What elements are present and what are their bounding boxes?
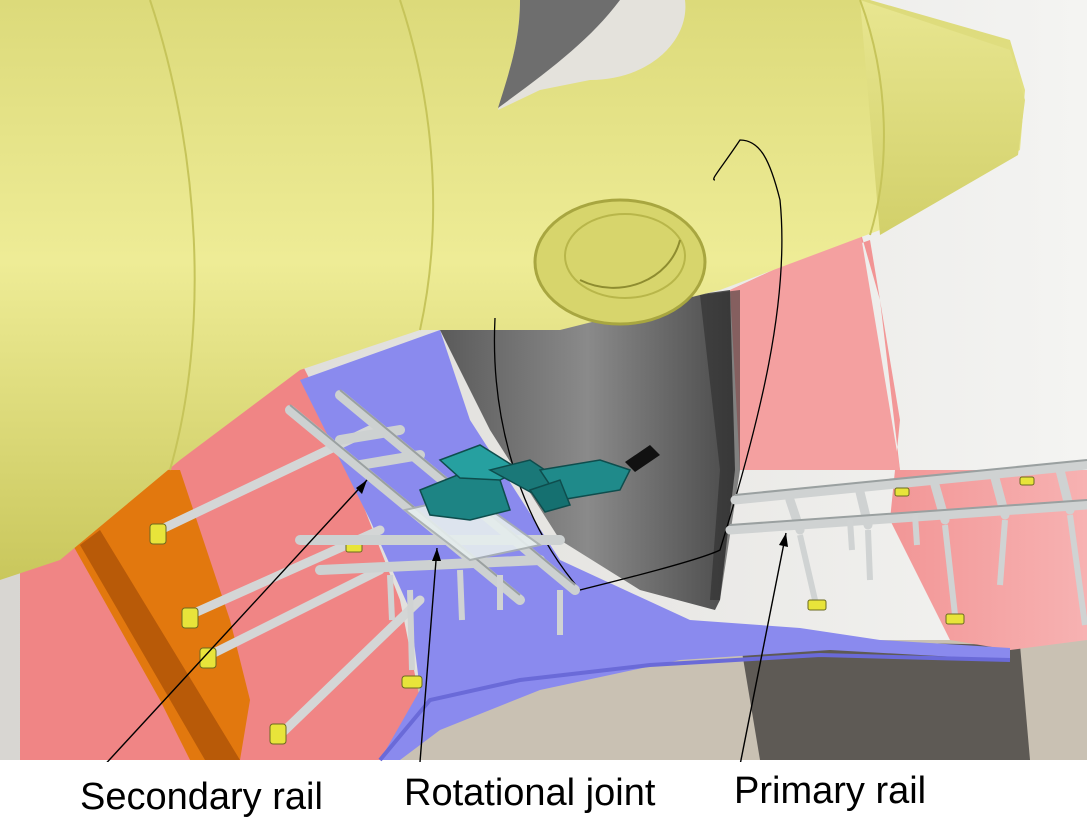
contact-outline [493,139,783,591]
hub-boss-ring [564,213,686,299]
runner-hub [0,0,1025,580]
clamp-pads [149,523,423,745]
hub-seam-1 [149,0,196,471]
draft-tube-right-inner [730,230,900,470]
primary-rail-pads [807,476,1035,625]
secondary-rail-legs [387,569,563,671]
blade-edge-shadow [700,290,740,600]
label-rotational-joint: Rotational joint [404,772,656,814]
orange-frame [70,470,250,760]
blade-root-top-shadow [498,0,620,108]
primary-rail-edges [729,459,1087,526]
label-secondary-rail: Secondary rail [80,776,323,818]
turbine-blade [440,290,735,610]
runner-band-edge [378,652,1011,762]
runner-band [300,330,1010,760]
hub-boss [533,198,707,326]
label-primary-rail: Primary rail [734,770,927,812]
caption-strip [0,762,1087,818]
primary-rail [725,460,1087,535]
draft-tube-right [730,230,1087,650]
pit-wall [740,640,1030,760]
callout-lines [99,479,787,771]
orange-frame-edge [80,530,240,760]
hub-seam-2 [399,0,435,331]
callout-arrowheads [356,480,788,561]
hub-seam-3 [859,0,885,236]
robot-arm [419,444,660,521]
hub-cone [860,0,1025,235]
hub-boss-detail [579,239,681,289]
primary-rail-legs [797,514,1087,626]
